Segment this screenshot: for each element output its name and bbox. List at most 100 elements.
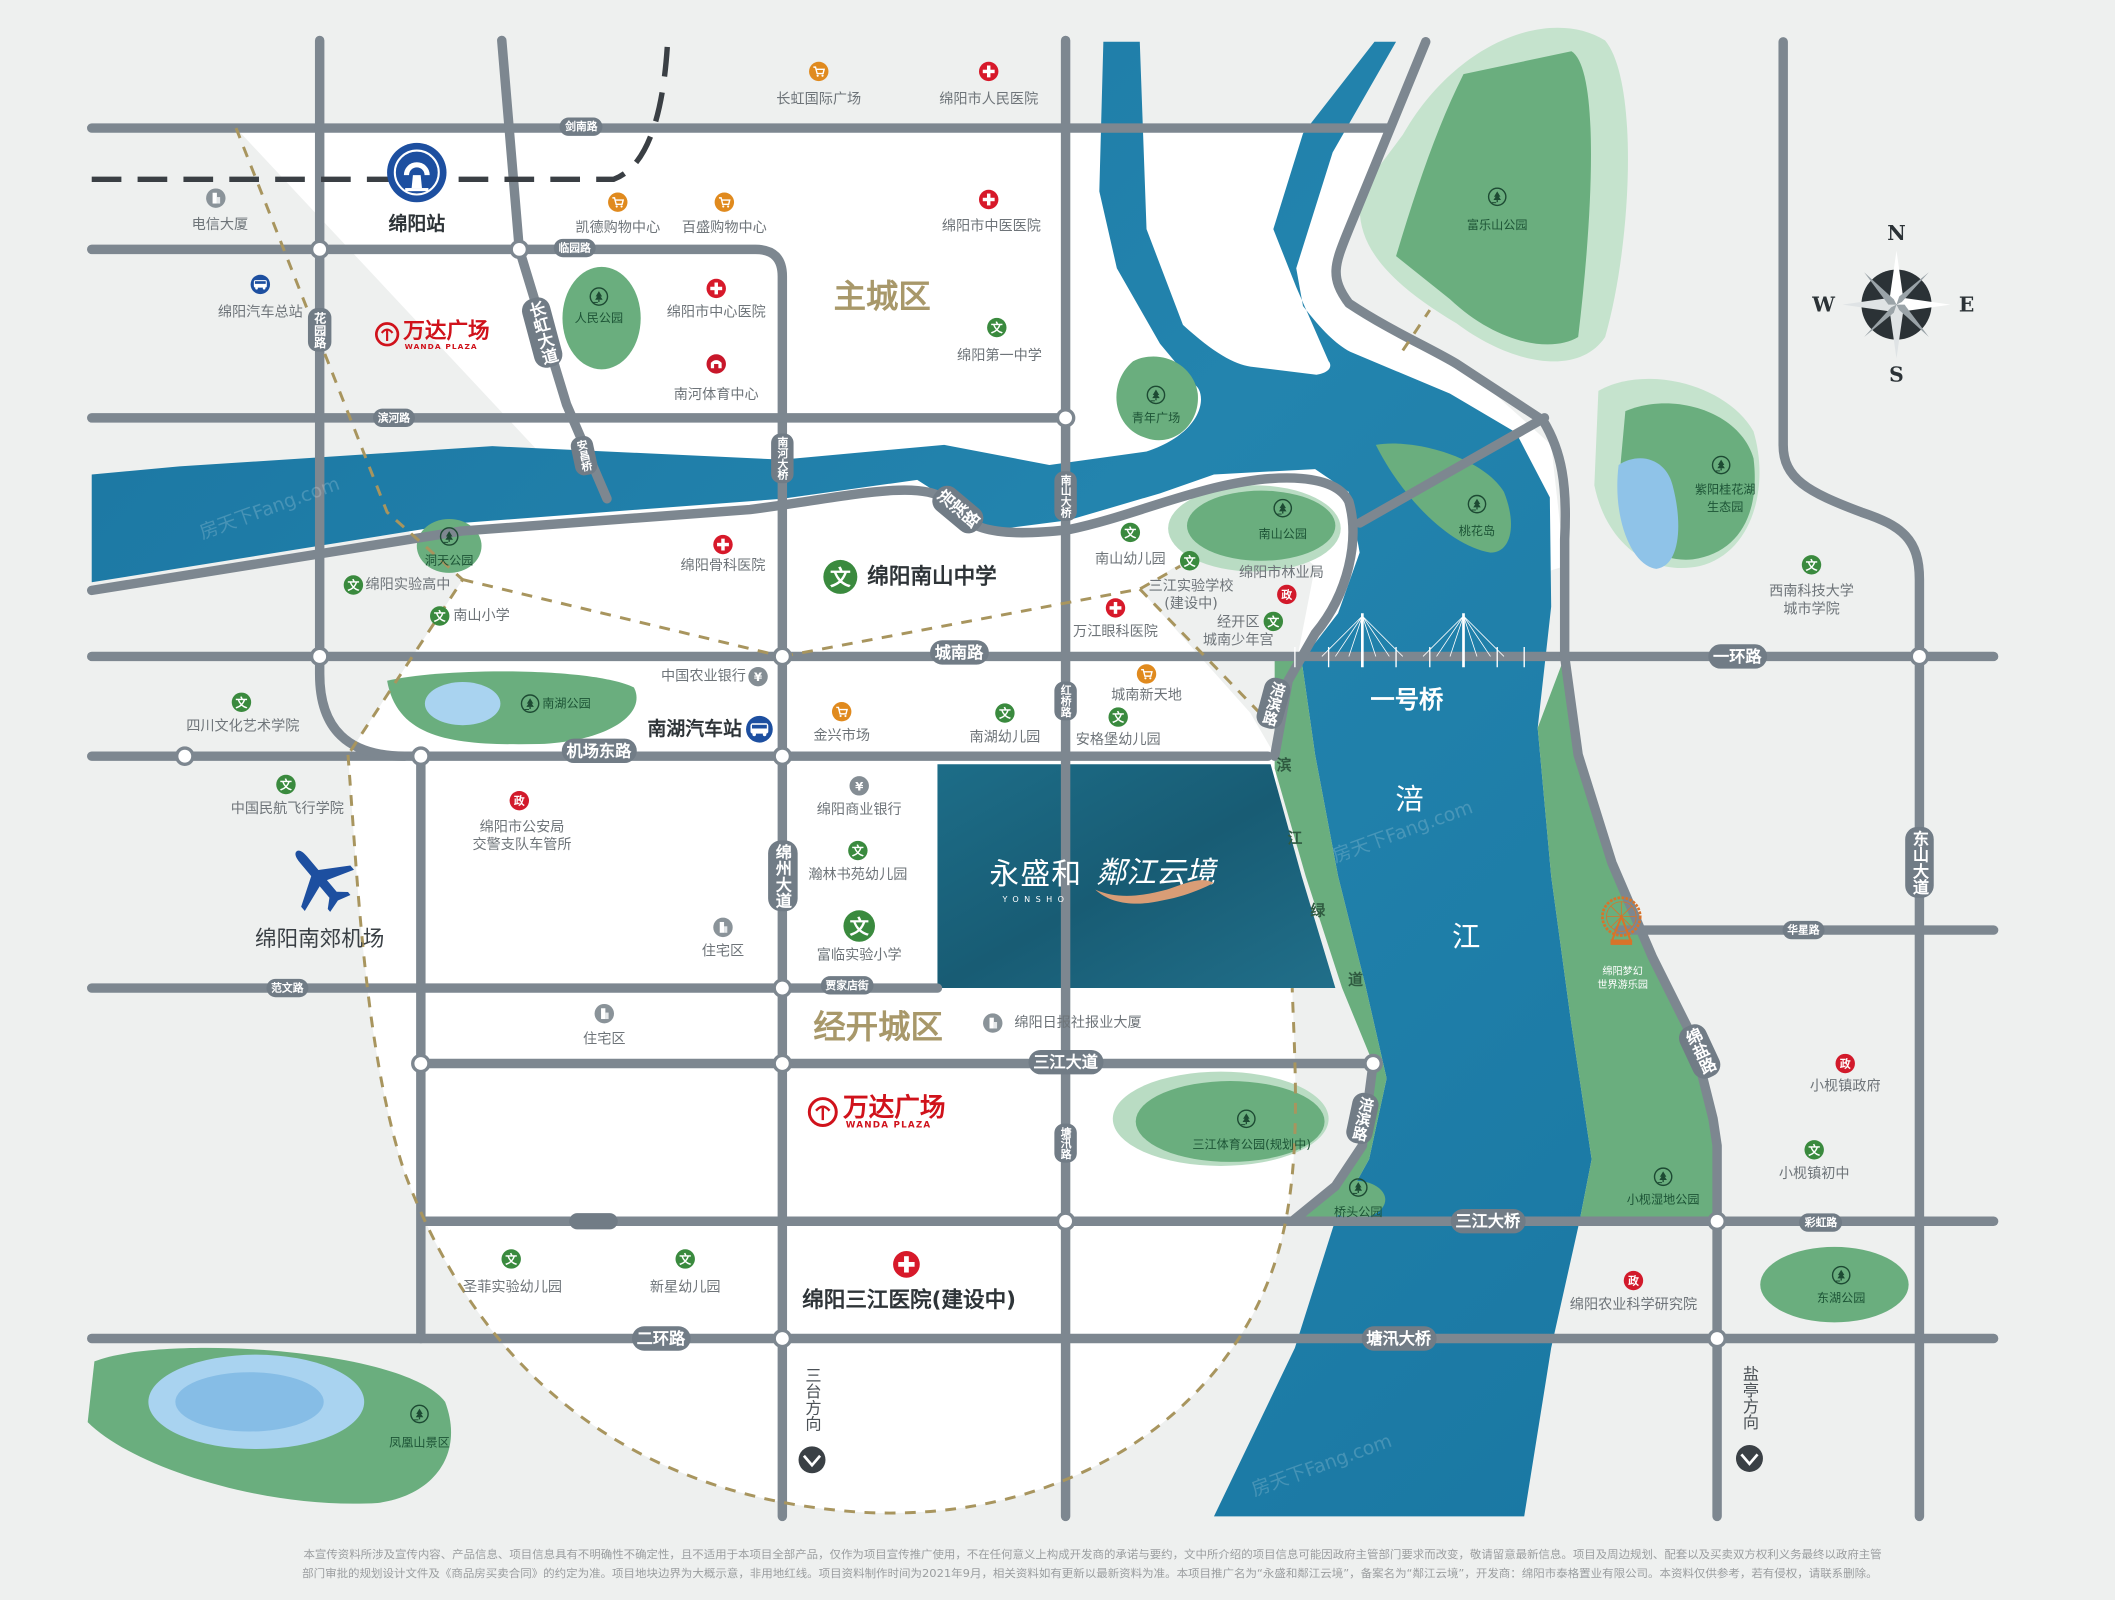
poi-nanhu-kinder[interactable]: 南湖幼儿园 (970, 703, 1041, 745)
poi-nanshan-kinder[interactable]: 南山幼儿园 (1095, 522, 1166, 568)
road-label-bg (1450, 1209, 1526, 1234)
road-label-bg (1905, 826, 1934, 898)
poi-angebao-kinder[interactable]: 安格堡幼儿园 (1076, 707, 1161, 748)
poi-wanjiang-eye[interactable]: 万江眼科医院 (1073, 598, 1158, 640)
poi-bus-terminal[interactable]: 绵阳汽车总站 (218, 274, 303, 321)
poi-forestry[interactable]: 绵阳市林业局 (1239, 564, 1324, 605)
poi-station[interactable]: 绵阳站 (385, 141, 448, 235)
poi-label: 住宅区 (583, 1031, 625, 1047)
poi-agri-academy[interactable]: 绵阳农业科学研究院 (1570, 1270, 1697, 1313)
poi-commercial-bank[interactable]: 绵阳商业银行 (817, 776, 902, 818)
poi-fuleshan-park[interactable]: 富乐山公园 (1467, 187, 1528, 232)
poi-kaide[interactable]: 凯德购物中心 (575, 191, 660, 236)
poi-taohua-island[interactable]: 桃花岛 (1459, 494, 1495, 539)
poi-residential-1[interactable]: 住宅区 (702, 917, 744, 960)
road-label-dongshan: 东山大道 (1905, 826, 1934, 898)
poi-daily-news[interactable]: 绵阳日报社报业大厦 (983, 1013, 1142, 1033)
school-icon (848, 840, 868, 861)
school-icon (1263, 611, 1284, 632)
poi-sichuan-art[interactable]: 四川文化艺术学院 (186, 692, 299, 735)
poi-label: 绵阳农业科学研究院 (1570, 1296, 1697, 1313)
shop-icon (808, 61, 830, 82)
road-label-text: 范文路 (271, 982, 304, 995)
wanda-plaza-logo: 万达广场 WANDA PLAZA (807, 1093, 946, 1131)
poi-xiaojian-middle[interactable]: 小枧镇初中 (1779, 1140, 1850, 1182)
poi-fenghuang-scenic[interactable]: 凤凰山景区 (389, 1404, 450, 1449)
poi-shiyan-high[interactable]: 绵阳实验高中 (343, 575, 451, 595)
road-label-jichang-east: 机场东路 (561, 738, 637, 763)
poi-nanhe-sports[interactable]: 南河体育中心 (674, 354, 759, 403)
poi-label: 电信大厦 (192, 217, 249, 233)
road-label-bg (266, 978, 309, 998)
road-label-caihong: 彩虹路 (1799, 1213, 1843, 1232)
poi-label: 绵阳南山中学 (867, 563, 996, 589)
road-label-bg (820, 976, 874, 995)
poi-nanshan-park[interactable]: 南山公园 (1258, 498, 1307, 541)
road-label-bg (570, 436, 598, 476)
poi-telecom[interactable]: 电信大厦 (192, 188, 249, 233)
poi-nanshan-middle[interactable]: 绵阳南山中学 (823, 559, 997, 594)
poi-label: 绵阳第一中学 (957, 347, 1042, 364)
road-label-bg (1799, 1213, 1843, 1232)
poi-label: 绵阳市人民医院 (939, 91, 1038, 108)
poi-renmin-park[interactable]: 人民公园 (575, 287, 624, 325)
poi-xiaojian-gov[interactable]: 小枧镇政府 (1810, 1053, 1881, 1095)
poi-baisheng[interactable]: 百盛购物中心 (682, 191, 767, 236)
nanhu-lake (424, 682, 501, 726)
poi-abc-bank[interactable]: 中国农业银行 (661, 666, 768, 687)
poi-qiaotou-park[interactable]: 桥头公园 (1334, 1178, 1383, 1219)
road-label-yihuan: 一环路 (1708, 644, 1768, 669)
road-label-text: 红桥路 (1059, 684, 1072, 718)
school-icon (501, 1249, 521, 1269)
poi-hanlin-kinder[interactable]: 瀚林书苑幼儿园 (808, 840, 907, 883)
poi-changhong-plaza[interactable]: 长虹国际广场 (776, 61, 861, 108)
poi-label: 住宅区 (702, 944, 744, 960)
poi-label: 桥头公园 (1334, 1205, 1383, 1219)
poi-nanhu-park[interactable]: 南湖公园 (520, 694, 591, 713)
poi-sanjiang-school[interactable]: 三江实验学校(建设中) (1149, 551, 1234, 612)
poi-label: 绵阳市公安局 (480, 819, 565, 836)
road-label-bg (559, 117, 603, 136)
poi-youth-square[interactable]: 青年广场 (1132, 385, 1181, 425)
road-label-text: 三江大桥 (1455, 1212, 1521, 1231)
poi-xiaojian-wetland[interactable]: 小枧湿地公园 (1627, 1167, 1700, 1207)
poi-xinxing-kinder[interactable]: 新星幼儿园 (650, 1249, 721, 1295)
road-label-text: 塘汛路 (1059, 1126, 1072, 1160)
poi-chengnan-xintiandi[interactable]: 城南新天地 (1111, 663, 1182, 704)
project-plot[interactable] (937, 764, 1336, 989)
road-label-bg (1678, 1024, 1721, 1079)
poi-tcm-hospital[interactable]: 绵阳市中医医院 (942, 189, 1041, 235)
poi-fulin-primary[interactable]: 富临实验小学 (817, 910, 902, 964)
road-label-mianzhou: 绵州大道 (768, 840, 798, 912)
road-label-bg (1708, 644, 1768, 669)
road-label-bg (631, 1326, 691, 1351)
road-label-text: 一环路 (1713, 647, 1762, 666)
school-icon (1120, 522, 1141, 543)
east-bank-greenway (1537, 656, 1718, 1222)
poi-dongtian-park[interactable]: 洞天公园 (425, 527, 474, 568)
poi-label: 金兴市场 (813, 727, 870, 744)
poi-people-hospital[interactable]: 绵阳市人民医院 (939, 61, 1038, 108)
poi-central-hospital[interactable]: 绵阳市中心医院 (667, 278, 766, 321)
poi-nanhu-bus[interactable]: 南湖汽车站 (648, 715, 773, 743)
poi-nanshan-primary[interactable]: 南山小学 (430, 606, 510, 626)
poi-airport[interactable]: 绵阳南郊机场 (255, 831, 384, 952)
poi-sanjiang-hospital[interactable]: 绵阳三江医院(建设中) (802, 1251, 1016, 1313)
poi-sanjiang-sports-park[interactable]: 三江体育公园(规划中) (1192, 1109, 1311, 1151)
poi-shengfei-kinder[interactable]: 圣菲实验幼儿园 (463, 1249, 562, 1295)
poi-ortho-hospital[interactable]: 绵阳骨科医院 (681, 534, 766, 574)
poi-no1-middle[interactable]: 绵阳第一中学 (957, 317, 1042, 364)
points-of-interest: 长虹国际广场绵阳市人民医院电信大厦 绵阳站凯德购物中心百盛购物中心 绵阳市中医医院绵… (186, 61, 1881, 1449)
poi-donghu-park[interactable]: 东湖公园 (1817, 1265, 1866, 1306)
poi-residential-2[interactable]: 住宅区 (583, 1003, 626, 1047)
building-icon (594, 1003, 614, 1024)
poi-caac-flight[interactable]: 中国民航飞行学院 (231, 774, 344, 817)
poi-jinxing-market[interactable]: 金兴市场 (813, 701, 870, 744)
renmin-park-area (562, 266, 641, 370)
